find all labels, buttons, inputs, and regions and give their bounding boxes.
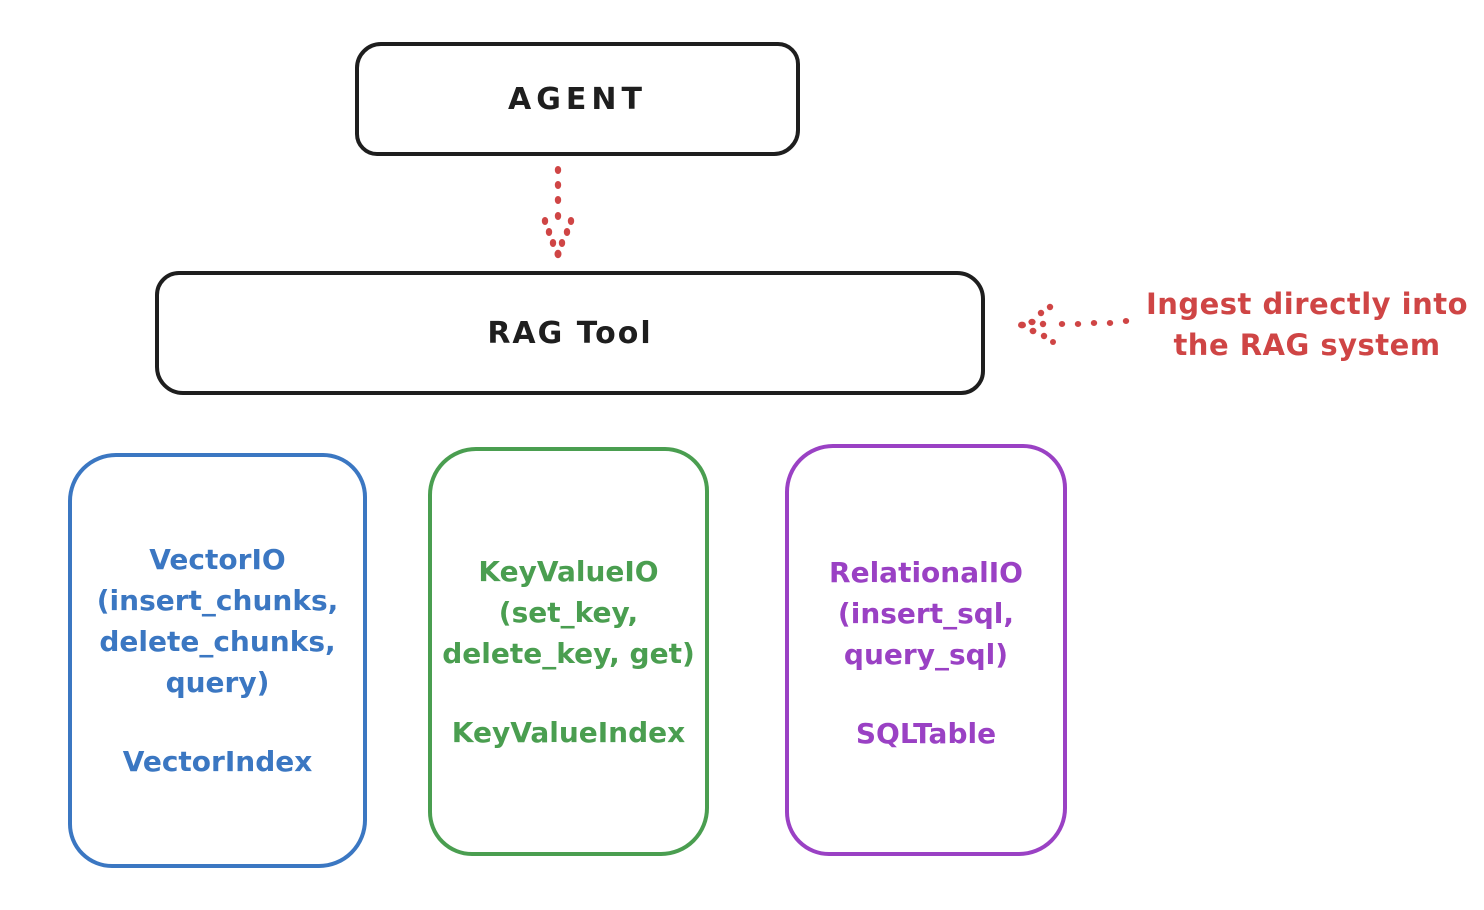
ingest-annotation: Ingest directly into the RAG system <box>1145 287 1469 362</box>
vector-index-label: VectorIndex <box>122 745 313 778</box>
keyvalue-io-methods: KeyValueIO (set_key, delete_key, get) <box>442 555 695 670</box>
sql-table-label: SQLTable <box>855 717 997 750</box>
agent-label: AGENT <box>508 81 647 117</box>
dotted-arrow-left-icon <box>1018 303 1130 345</box>
vector-io-methods: VectorIO (insert_chunks, delete_chunks, … <box>96 543 339 699</box>
relational-io-methods: RelationalIO (insert_sql, query_sql) <box>829 556 1023 671</box>
keyvalue-index-label: KeyValueIndex <box>451 716 686 749</box>
rag-tool-box: RAG Tool <box>155 271 985 395</box>
dotted-arrow-down-icon <box>541 166 575 259</box>
agent-box: AGENT <box>355 42 800 156</box>
rag-tool-label: RAG Tool <box>487 315 653 351</box>
relational-io-box: RelationalIO (insert_sql, query_sql) SQL… <box>785 444 1067 856</box>
keyvalue-io-box: KeyValueIO (set_key, delete_key, get) Ke… <box>428 447 709 856</box>
vector-io-box: VectorIO (insert_chunks, delete_chunks, … <box>68 453 367 868</box>
